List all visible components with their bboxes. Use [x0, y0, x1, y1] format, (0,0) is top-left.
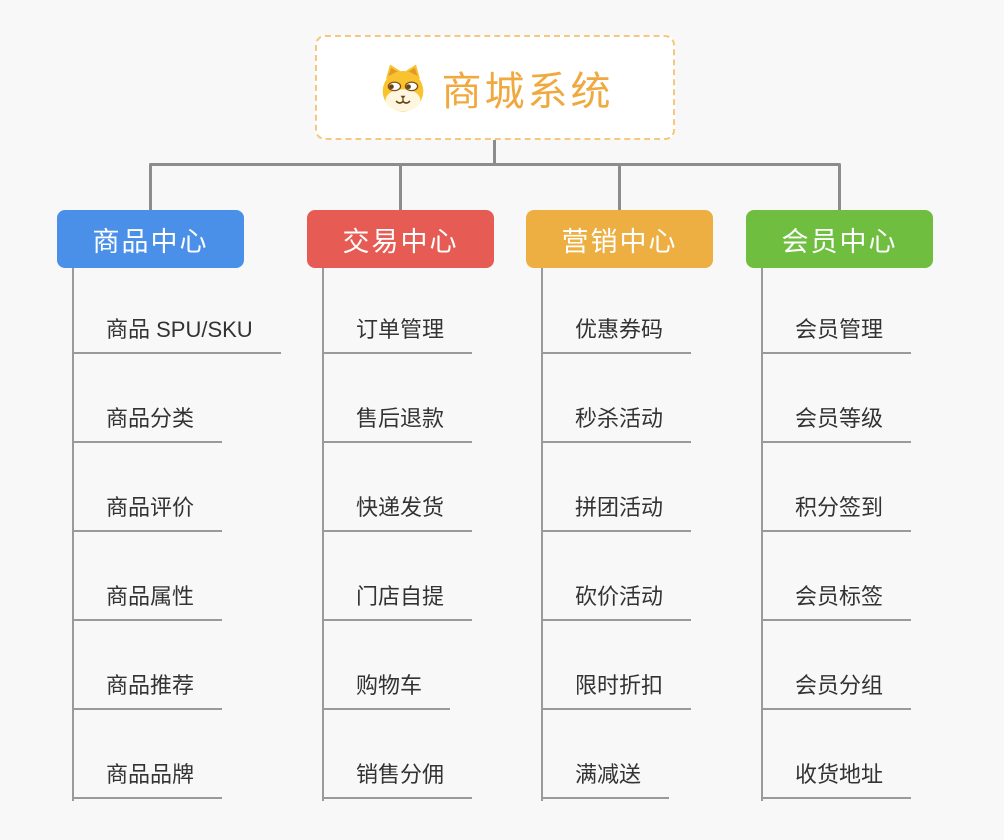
leaf-item[interactable]: 商品推荐	[72, 671, 223, 710]
branch-node-marketing-center[interactable]: 营销中心	[526, 210, 713, 268]
leaf-item[interactable]: 拼团活动	[541, 493, 692, 532]
connector-drop-marketing	[618, 165, 621, 210]
leaf-item[interactable]: 限时折扣	[541, 671, 692, 710]
branch-node-trade-center[interactable]: 交易中心	[307, 210, 494, 268]
branch-trunk-line	[541, 268, 543, 801]
leaf-item[interactable]: 收货地址	[761, 760, 912, 799]
leaf-item[interactable]: 砍价活动	[541, 582, 692, 621]
leaf-item[interactable]: 订单管理	[322, 315, 473, 354]
branch-trunk-line	[322, 268, 324, 801]
connector-drop-trade	[399, 165, 402, 210]
leaf-item[interactable]: 会员管理	[761, 315, 912, 354]
leaf-item[interactable]: 优惠券码	[541, 315, 692, 354]
leaf-item[interactable]: 会员等级	[761, 404, 912, 443]
root-node-mall-system[interactable]: 商城系统	[315, 35, 675, 140]
connector-drop-member	[838, 165, 841, 210]
leaf-item[interactable]: 会员标签	[761, 582, 912, 621]
branch-trade-center: 交易中心 订单管理 售后退款 快递发货 门店自提 购物车 销售分佣	[307, 210, 547, 810]
connector-horizontal-main	[149, 163, 841, 166]
shiba-dog-icon	[377, 62, 429, 114]
leaf-item[interactable]: 会员分组	[761, 671, 912, 710]
branch-product-center: 商品中心 商品 SPU/SKU 商品分类 商品评价 商品属性 商品推荐 商品品牌	[57, 210, 297, 810]
branch-trunk-line	[72, 268, 74, 801]
connector-root-stub	[493, 140, 496, 165]
leaf-item[interactable]: 商品属性	[72, 582, 223, 621]
leaf-item[interactable]: 售后退款	[322, 404, 473, 443]
root-title: 商城系统	[441, 69, 614, 114]
branch-member-center: 会员中心 会员管理 会员等级 积分签到 会员标签 会员分组 收货地址	[746, 210, 986, 810]
leaf-item[interactable]: 快递发货	[322, 493, 473, 532]
leaf-item[interactable]: 商品分类	[72, 404, 223, 443]
leaf-item[interactable]: 商品 SPU/SKU	[72, 315, 281, 354]
branch-marketing-center: 营销中心 优惠券码 秒杀活动 拼团活动 砍价活动 限时折扣 满减送	[526, 210, 766, 810]
branch-node-member-center[interactable]: 会员中心	[746, 210, 933, 268]
leaf-item[interactable]: 积分签到	[761, 493, 912, 532]
leaf-item[interactable]: 满减送	[541, 760, 670, 799]
connector-drop-products	[149, 165, 152, 210]
leaf-item[interactable]: 购物车	[322, 671, 451, 710]
branch-node-product-center[interactable]: 商品中心	[57, 210, 244, 268]
branch-trunk-line	[761, 268, 763, 801]
leaf-item[interactable]: 秒杀活动	[541, 404, 692, 443]
leaf-item[interactable]: 商品品牌	[72, 760, 223, 799]
leaf-item[interactable]: 商品评价	[72, 493, 223, 532]
leaf-item[interactable]: 销售分佣	[322, 760, 473, 799]
leaf-item[interactable]: 门店自提	[322, 582, 473, 621]
